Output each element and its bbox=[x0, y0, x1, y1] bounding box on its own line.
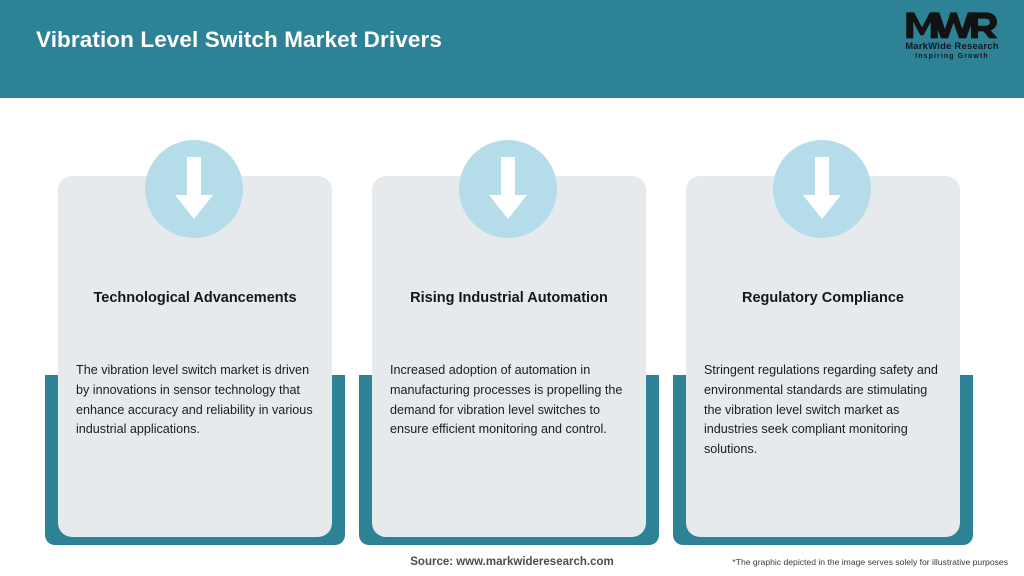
card-title: Regulatory Compliance bbox=[742, 290, 904, 306]
card-body-text: Stringent regulations regarding safety a… bbox=[704, 363, 938, 457]
card-title: Technological Advancements bbox=[93, 290, 297, 306]
logo-tagline: Inspiring Growth bbox=[915, 53, 989, 60]
card-body-text: The vibration level switch market is dri… bbox=[76, 363, 313, 437]
arrow-down-glyph bbox=[175, 157, 213, 219]
arrow-down-icon bbox=[773, 140, 871, 238]
source-attribution: Source: www.markwideresearch.com bbox=[410, 556, 614, 568]
logo-company-name: MarkWide Research bbox=[905, 41, 999, 52]
mwr-logo-icon bbox=[906, 12, 998, 39]
header-bar: Vibration Level Switch Market Drivers Ma… bbox=[0, 0, 1024, 98]
brand-logo: MarkWide Research Inspiring Growth bbox=[894, 10, 1010, 64]
driver-card-1[interactable]: Technological Advancements The vibration… bbox=[45, 140, 345, 550]
disclaimer-note: *The graphic depicted in the image serve… bbox=[732, 557, 1008, 567]
card-surface: Rising Industrial Automation Increased a… bbox=[372, 176, 646, 537]
card-title: Rising Industrial Automation bbox=[410, 290, 608, 306]
card-body-text: Increased adoption of automation in manu… bbox=[390, 363, 623, 437]
arrow-down-icon bbox=[145, 140, 243, 238]
driver-card-3[interactable]: Regulatory Compliance Stringent regulati… bbox=[673, 140, 973, 550]
arrow-down-glyph bbox=[803, 157, 841, 219]
page-title: Vibration Level Switch Market Drivers bbox=[36, 27, 442, 52]
arrow-down-glyph bbox=[489, 157, 527, 219]
driver-card-2[interactable]: Rising Industrial Automation Increased a… bbox=[359, 140, 659, 550]
arrow-down-icon bbox=[459, 140, 557, 238]
